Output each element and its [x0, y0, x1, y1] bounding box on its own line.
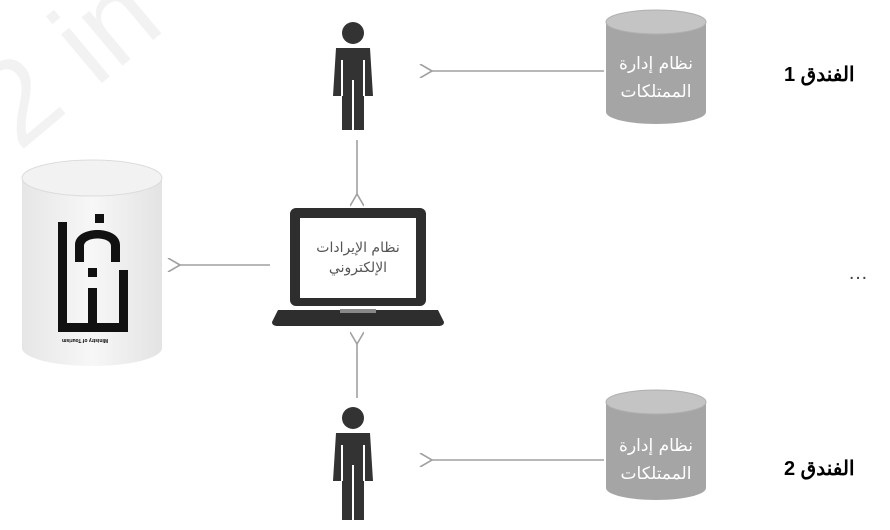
- pms-database-2: [605, 389, 707, 500]
- central-system-line1: نظام الإيرادات: [316, 240, 400, 256]
- ministry-database: [21, 159, 163, 366]
- laptop-icon: [272, 208, 444, 326]
- pms-1-line2: الممتلكات: [620, 82, 692, 102]
- more-hotels-ellipsis: …: [848, 262, 868, 284]
- pms-2-label: نظام إدارة الممتلكات: [600, 432, 712, 488]
- ministry-logo: [58, 214, 128, 332]
- pms-2-line2: الممتلكات: [620, 464, 692, 484]
- ministry-caption: Ministry of Tourism: [62, 337, 109, 343]
- pms-database-1: [605, 9, 707, 124]
- pms-2-line1: نظام إدارة: [619, 436, 693, 456]
- hotel-2-label: الفندق 2: [784, 458, 855, 480]
- person-icon-2: [333, 407, 373, 520]
- person-icon-1: [333, 22, 373, 130]
- central-system-line2: الإلكتروني: [328, 260, 388, 276]
- central-system-label: نظام الإيرادات الإلكتروني: [300, 238, 416, 278]
- pms-1-line1: نظام إدارة: [619, 54, 693, 74]
- pms-1-label: نظام إدارة الممتلكات: [600, 50, 712, 106]
- hotel-1-label: الفندق 1: [784, 64, 855, 86]
